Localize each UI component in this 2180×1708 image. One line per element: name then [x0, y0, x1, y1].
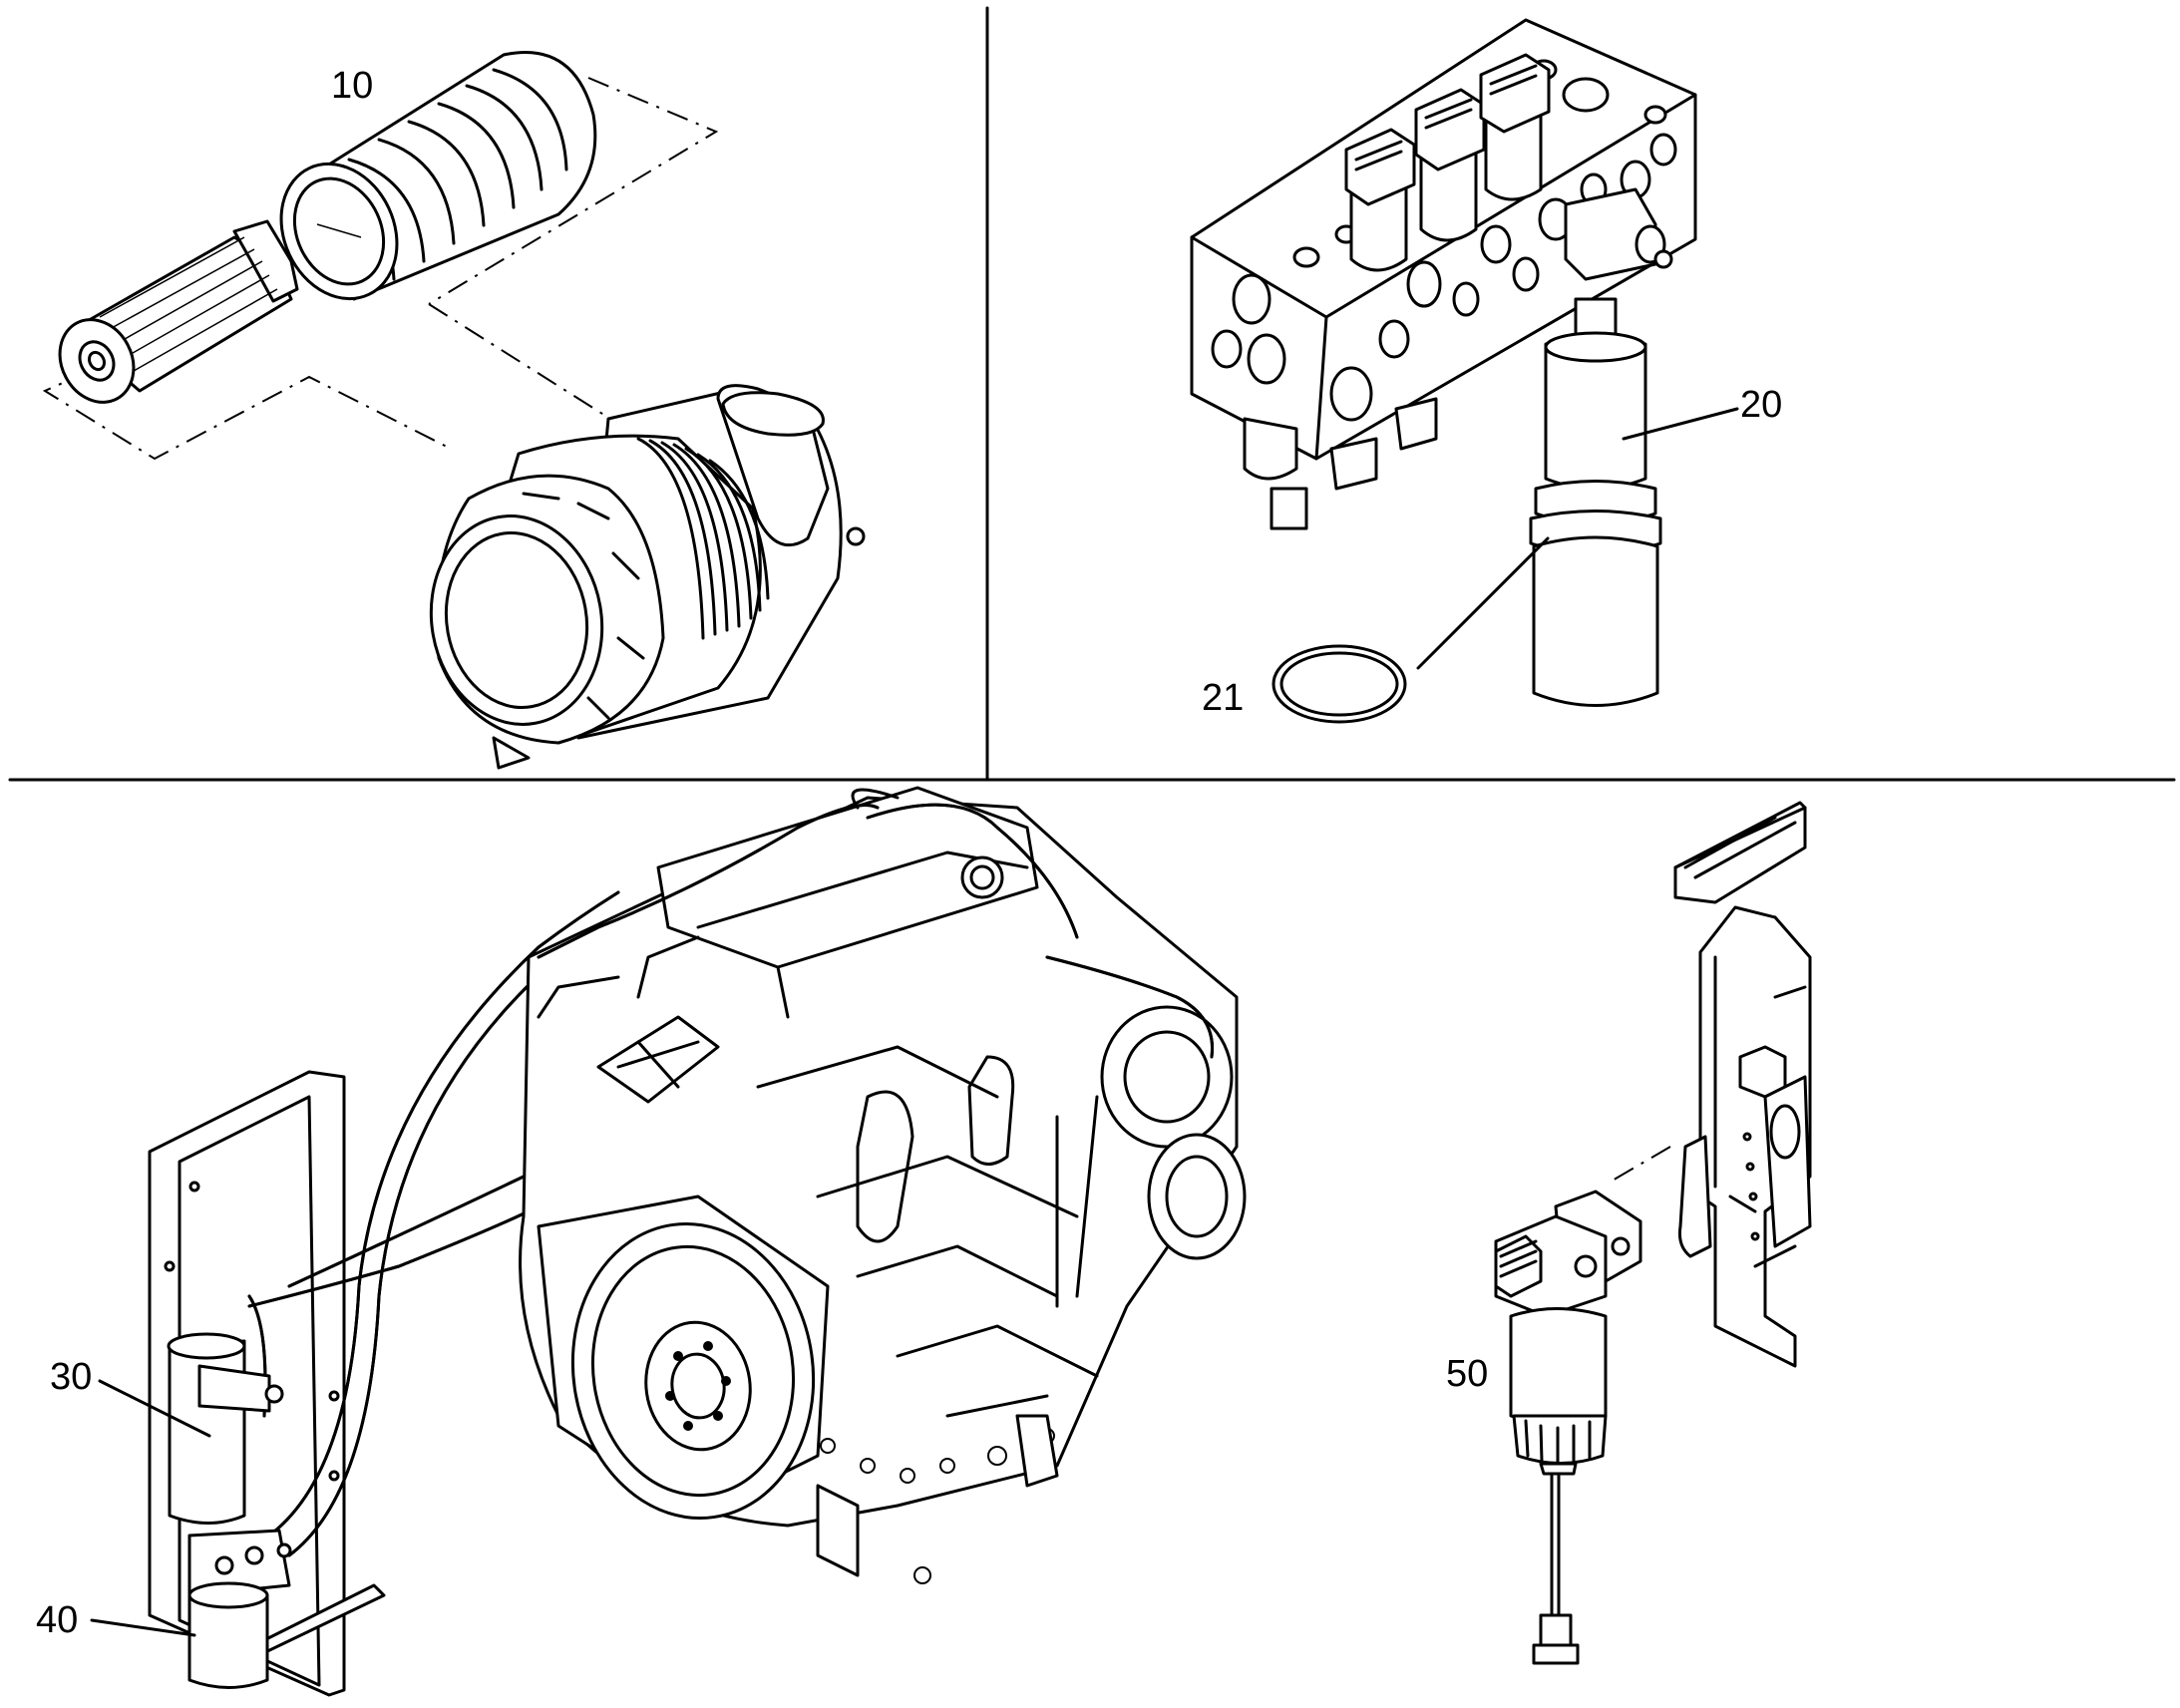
panel-dividers — [8, 6, 2176, 782]
callout-10: 10 — [331, 65, 373, 107]
inline-filter-30 — [167, 1332, 284, 1525]
solenoid-valves — [1243, 53, 1673, 530]
leader-line-30 — [98, 1379, 211, 1438]
callout-20: 20 — [1740, 384, 1782, 426]
leader-line-40 — [90, 1618, 196, 1637]
callout-40: 40 — [36, 1599, 78, 1641]
callout-30: 30 — [50, 1356, 92, 1398]
air-filter-assembly: 10 — [42, 51, 866, 770]
inner-filter-cartridge — [58, 219, 299, 404]
o-ring — [1272, 644, 1407, 724]
callout-50: 50 — [1446, 1353, 1488, 1395]
callout-21: 21 — [1202, 677, 1244, 719]
filter-canister — [1529, 297, 1662, 707]
fuel-filter-assembly: 50 — [1446, 801, 1812, 1665]
assembly-line — [42, 370, 448, 461]
leader-line-21 — [1416, 536, 1550, 670]
assembly-line — [1610, 1146, 1671, 1183]
outer-filter-element — [279, 51, 597, 301]
fuel-filter-head — [1494, 1190, 1642, 1318]
assembly-line — [428, 77, 719, 305]
leader-line-20 — [1622, 407, 1739, 441]
spin-on-filter-40 — [187, 1529, 292, 1689]
air-filter-housing — [429, 384, 866, 770]
chassis-frame — [1673, 801, 1812, 1368]
engine-block — [519, 786, 1247, 1584]
fuel-filter-bowl — [1509, 1307, 1608, 1665]
valve-ports — [1211, 59, 1677, 422]
assembly-line — [428, 303, 611, 420]
hydraulic-valve-block: 20 21 — [1190, 18, 1782, 724]
engine-assembly: 30 40 — [36, 786, 1247, 1697]
